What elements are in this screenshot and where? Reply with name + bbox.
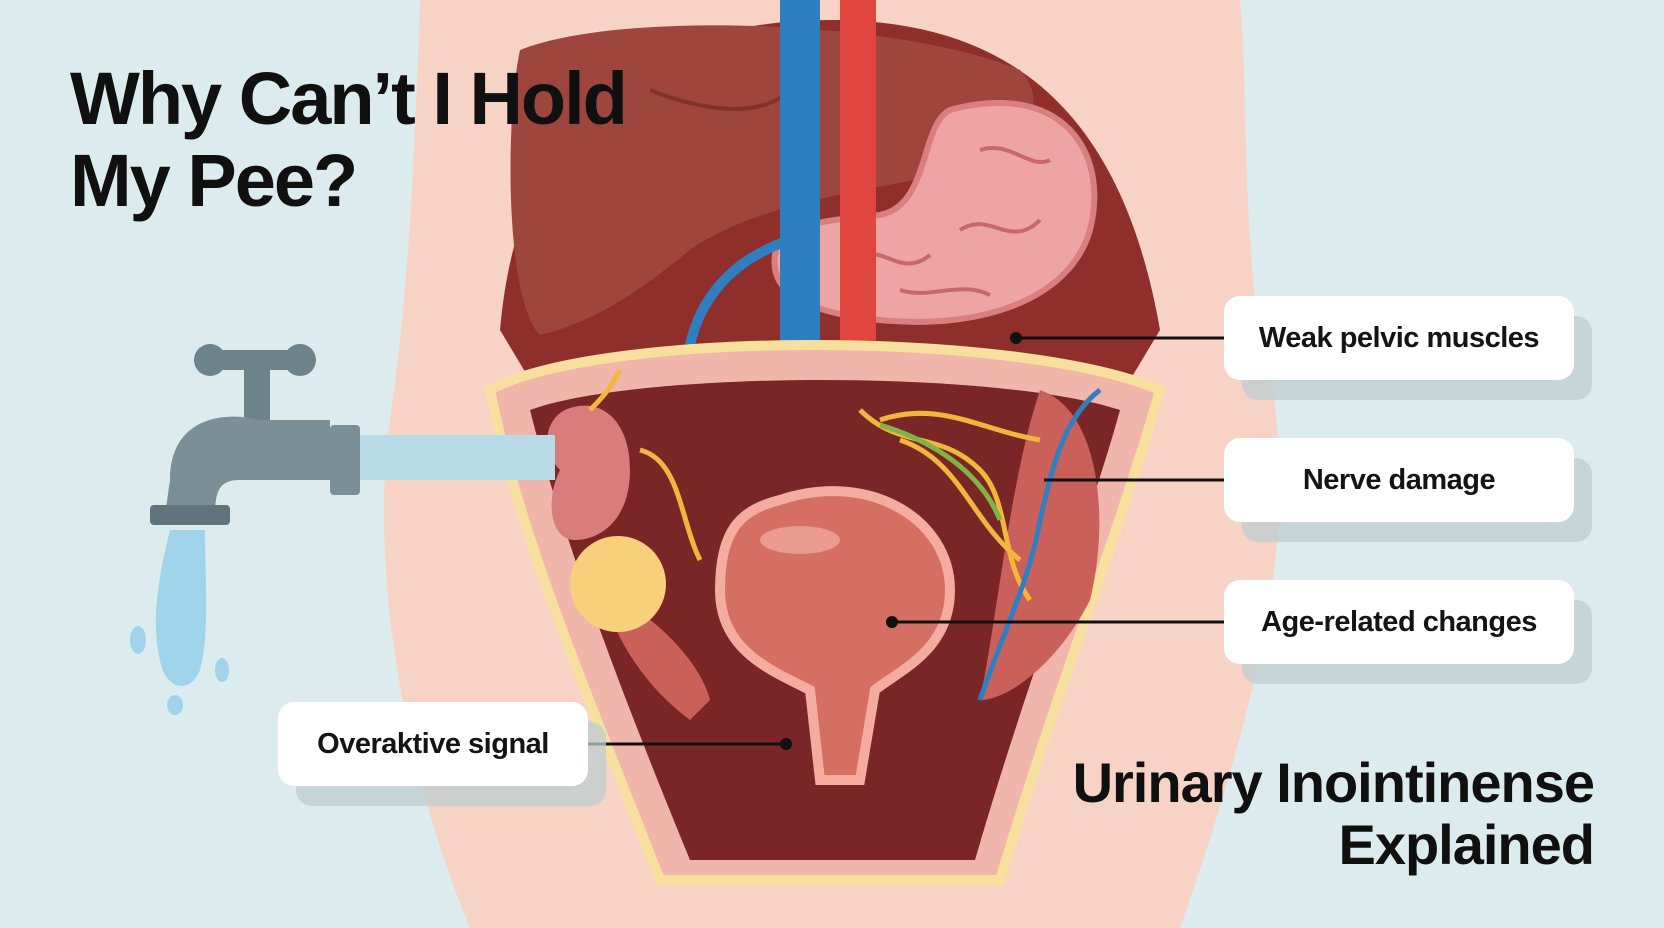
callout-label: Overaktive signal	[317, 727, 549, 760]
title-line-2: My Pee?	[70, 139, 358, 222]
callout-weak-pelvic-muscles: Weak pelvic muscles	[1224, 296, 1574, 380]
water-faucet-icon	[150, 344, 555, 525]
callout-nerve-damage: Nerve damage	[1224, 438, 1574, 522]
callout-label: Age-related changes	[1261, 605, 1537, 638]
ovary	[570, 536, 666, 632]
subtitle-line-2: Explained	[1338, 813, 1595, 876]
subtitle-line-1: Urinary Inointinense	[1072, 751, 1595, 814]
callout-overactive-signal: Overaktive signal	[278, 702, 588, 786]
callout-label: Nerve damage	[1302, 463, 1496, 496]
callout-label: Weak pelvic muscles	[1258, 321, 1540, 354]
callout-age-related-changes: Age-related changes	[1224, 580, 1574, 664]
page-title: Why Can’t I Hold My Pee?	[70, 57, 628, 222]
liver	[510, 25, 1034, 336]
bladder	[714, 486, 956, 785]
nerves	[858, 408, 1041, 602]
title-line-1: Why Can’t I Hold	[70, 57, 628, 140]
page-subtitle: Urinary Inointinense Explained	[1072, 751, 1595, 876]
callout-lines	[588, 336, 1224, 746]
kidney	[547, 405, 630, 540]
water-drops-icon	[130, 530, 229, 715]
